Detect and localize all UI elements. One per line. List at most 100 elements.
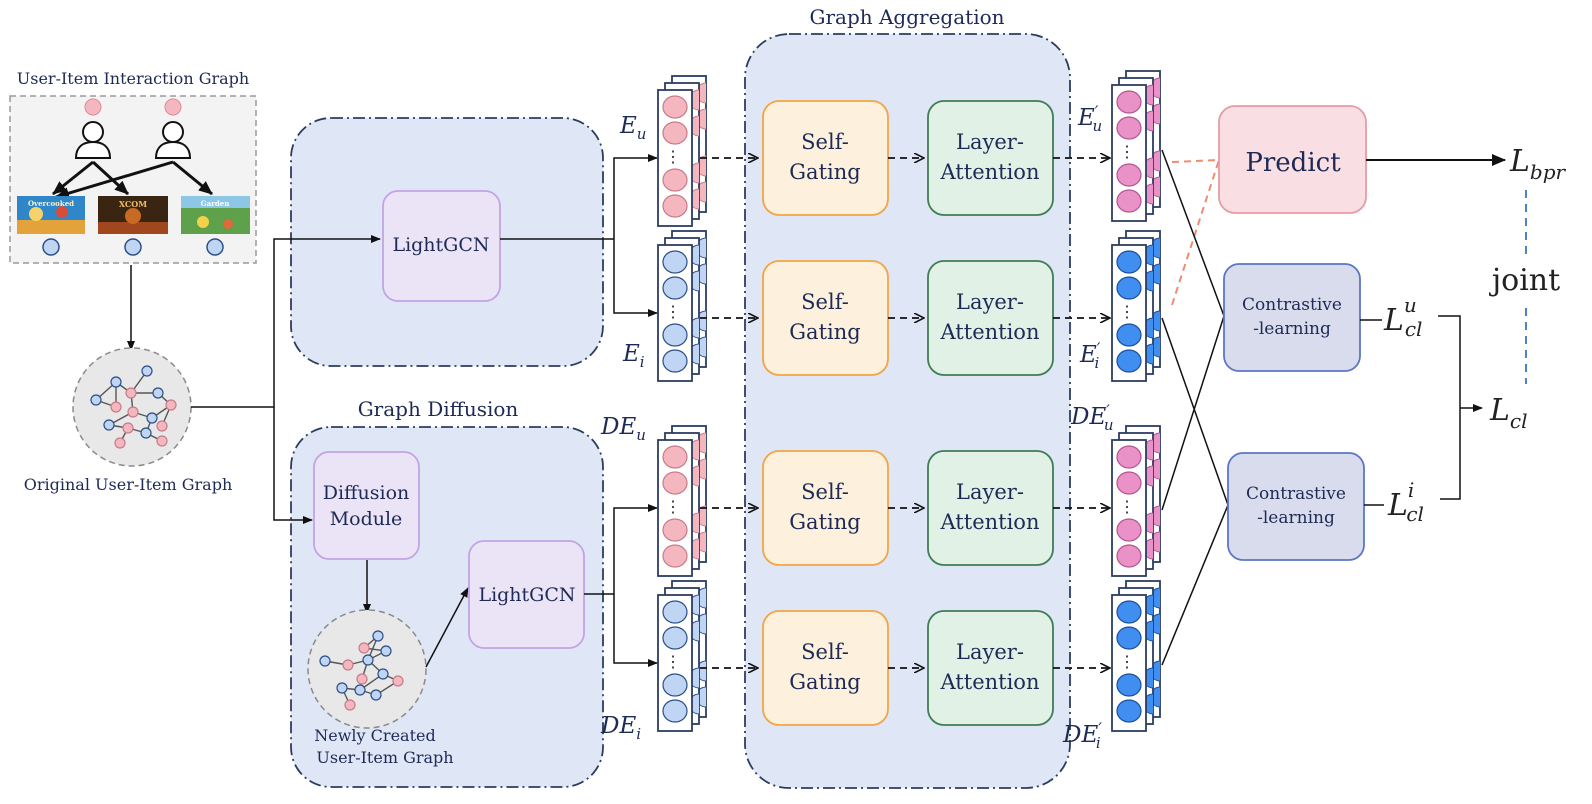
embedding-node (1116, 600, 1142, 624)
aggregation-row-4: Self- Gating Layer- Attention (700, 610, 1110, 726)
embedding-node (662, 95, 688, 119)
new-graph-label-line2: User-Item Graph (316, 748, 453, 767)
layer-attention-box (927, 610, 1054, 726)
embedding-ellipsis: ⋮ (665, 302, 681, 321)
layer-attention-line1: Layer- (956, 640, 1024, 664)
joint-label: joint (1489, 263, 1560, 298)
embedding-node (1116, 163, 1142, 187)
loss-bpr: Lbpr (1509, 144, 1567, 184)
embedding-ellipsis: ⋮ (1119, 302, 1135, 321)
self-gating-line1: Self- (801, 130, 849, 154)
layer-attention-line1: Layer- (956, 290, 1024, 314)
self-gating-line1: Self- (801, 290, 849, 314)
original-graph-icon (72, 347, 192, 467)
embedding-node (662, 168, 688, 192)
embedding-node (662, 544, 688, 568)
item-node-1 (42, 238, 60, 256)
embedding-stack-eu: ⋮ (657, 75, 707, 227)
embedding-ellipsis: ⋮ (665, 147, 681, 166)
embedding-stack-ei-out: ⋮ (1111, 230, 1161, 382)
new-graph-icon (307, 609, 427, 729)
embedding-node (1116, 90, 1142, 114)
svg-text:Overcooked: Overcooked (28, 199, 74, 208)
embedding-layer: ⋮ (1111, 84, 1147, 222)
interaction-graph-box (9, 95, 257, 264)
embedding-stack-deu-out: ⋮ (1111, 425, 1161, 577)
label-ei: Ei (622, 341, 645, 371)
new-graph-label-line1: Newly Created (314, 726, 435, 745)
graph-aggregation-title: Graph Aggregation (809, 5, 1004, 29)
embedding-node (1116, 699, 1142, 723)
embedding-stack-eu-out: ⋮ (1111, 70, 1161, 222)
embedding-node (662, 121, 688, 145)
diffusion-module-box (313, 451, 420, 560)
aggregation-row-2: Self- Gating Layer- Attention (700, 260, 1110, 376)
embedding-ellipsis: ⋮ (665, 497, 681, 516)
lightgcn-label-bottom: LightGCN (478, 584, 575, 606)
embedding-node (662, 323, 688, 347)
embedding-layer: ⋮ (1111, 244, 1147, 382)
embedding-node (1116, 189, 1142, 213)
label-eu: Eu (619, 113, 646, 143)
embedding-layer: ⋮ (657, 89, 693, 227)
embedding-stack-deu: ⋮ (657, 425, 707, 577)
label-dei: DEi (600, 713, 641, 743)
user-icon-2 (154, 98, 192, 159)
contrastive-box-i (1227, 452, 1365, 561)
layer-attention-line2: Attention (940, 160, 1040, 184)
self-gating-line1: Self- (801, 640, 849, 664)
self-gating-box (762, 260, 889, 376)
embedding-node (1116, 626, 1142, 650)
self-gating-line2: Gating (789, 510, 860, 534)
embedding-node (662, 699, 688, 723)
svg-text:XCOM: XCOM (119, 199, 147, 209)
self-gating-box (762, 100, 889, 216)
embedding-layer: ⋮ (1111, 594, 1147, 732)
interaction-graph-title: User-Item Interaction Graph (17, 69, 249, 88)
self-gating-box (762, 610, 889, 726)
aggregation-row-1: Self- Gating Layer- Attention (700, 100, 1110, 216)
layer-attention-box (927, 100, 1054, 216)
label-ei-prime: E′i (1079, 339, 1101, 372)
contrastive-box-u (1223, 263, 1361, 372)
embedding-stack-ei: ⋮ (657, 230, 707, 382)
self-gating-line2: Gating (789, 670, 860, 694)
original-graph-label: Original User-Item Graph (24, 475, 233, 494)
layer-attention-line1: Layer- (956, 480, 1024, 504)
game-thumbnail-2: XCOM (98, 196, 168, 234)
self-gating-line2: Gating (789, 160, 860, 184)
game-thumbnail-3: Garden (181, 196, 250, 234)
embedding-ellipsis: ⋮ (665, 652, 681, 671)
embedding-node (662, 471, 688, 495)
layer-attention-line2: Attention (940, 320, 1040, 344)
embedding-node (662, 600, 688, 624)
embedding-node (1116, 276, 1142, 300)
embedding-node (1116, 445, 1142, 469)
graph-aggregation-panel (744, 33, 1071, 789)
label-eu-prime: E′u (1077, 102, 1102, 135)
embedding-node (662, 626, 688, 650)
graph-diffusion-title: Graph Diffusion (358, 397, 519, 421)
self-gating-line2: Gating (789, 320, 860, 344)
layer-attention-box (927, 260, 1054, 376)
lightgcn-label-top: LightGCN (392, 234, 489, 256)
embedding-node (662, 250, 688, 274)
embedding-ellipsis: ⋮ (1119, 652, 1135, 671)
diffusion-module-line1: Diffusion (323, 482, 410, 504)
embedding-node (1116, 673, 1142, 697)
embedding-layer: ⋮ (657, 594, 693, 732)
label-dei-prime: DE′i (1062, 719, 1102, 752)
embedding-node (662, 349, 688, 373)
embedding-layer: ⋮ (657, 439, 693, 577)
embedding-node (662, 194, 688, 218)
loss-cl: Lcl (1489, 393, 1528, 433)
layer-attention-line2: Attention (940, 670, 1040, 694)
svg-text:Garden: Garden (201, 199, 230, 208)
diffusion-module-line2: Module (330, 508, 403, 530)
embedding-node (662, 673, 688, 697)
layer-attention-line1: Layer- (956, 130, 1024, 154)
label-deu: DEu (600, 414, 646, 444)
contrastive-i-line2: -learning (1257, 508, 1335, 528)
